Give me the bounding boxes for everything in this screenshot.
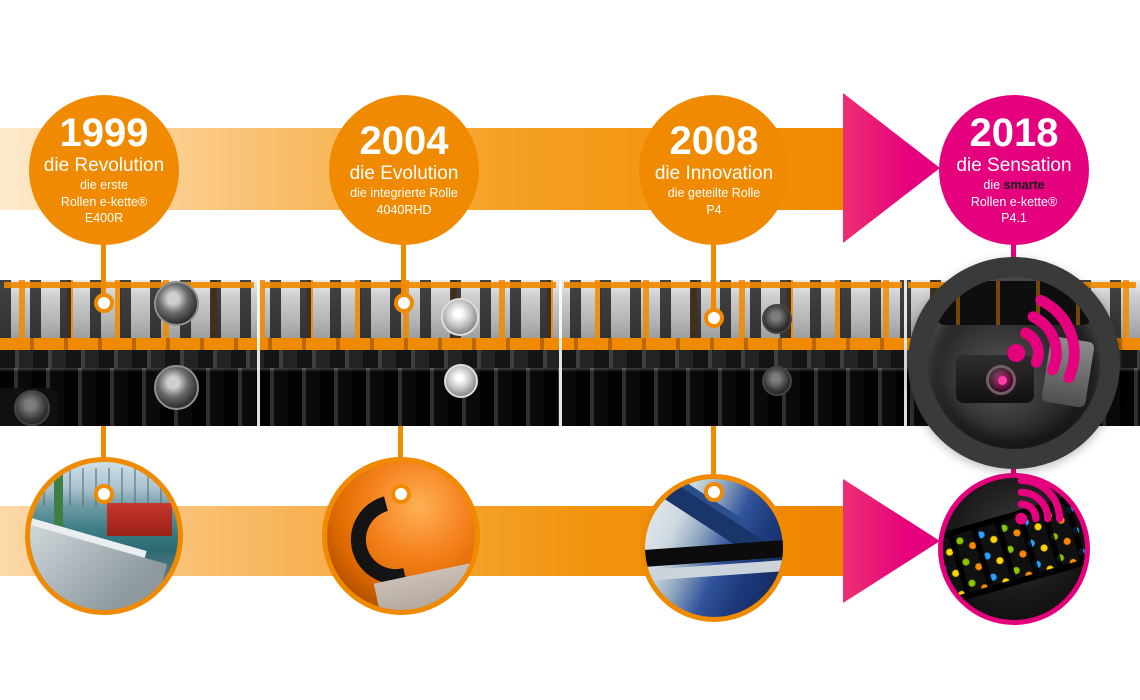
milestone-subline: die integrierte Rolle [350, 186, 458, 201]
milestone-subline: P4.1 [1001, 211, 1027, 226]
milestone-year: 2004 [359, 119, 449, 164]
timeline-arrowhead-bottom [843, 479, 940, 603]
connector-ring-1999-bottom [94, 484, 114, 504]
connector-ring-2004-bottom [391, 484, 411, 504]
chain-top-frame-2004 [262, 282, 556, 288]
crane-mast [53, 470, 63, 557]
timeline-arrowhead-top [843, 93, 940, 243]
milestone-title: die Innovation [654, 163, 774, 185]
split-roller-p4-lower [762, 366, 792, 396]
chain-top-frame-2008 [564, 282, 902, 288]
milestone-subline: die geteilte Rolle [667, 186, 761, 201]
split-roller-p4-upper [762, 304, 792, 334]
integrated-roller-4040rhd-upper [441, 298, 479, 336]
wifi-icon [988, 276, 1116, 404]
milestone-subline: Rollen e-kette® [60, 194, 148, 209]
subline-highlight-smarte: smarte [1003, 177, 1045, 192]
chain-middle-run [0, 350, 1140, 368]
milestone-year: 2008 [669, 119, 759, 164]
connector-ring-1999-top [94, 293, 114, 313]
sensor-led-dot [998, 376, 1007, 385]
application-photo-2004-machine [322, 457, 480, 615]
milestone-year: 2018 [969, 111, 1059, 156]
milestone-title: die Sensation [956, 155, 1072, 177]
connector-line-2008-bottom [711, 426, 716, 488]
connector-line-1999-top [101, 243, 106, 305]
chain-top-frame-1999 [4, 282, 254, 288]
milestone-subline: die erste [80, 177, 128, 192]
guide-roller-left [14, 390, 50, 426]
roller-wheel-e400r-lower [154, 365, 199, 410]
connector-line-2018-bottom [1011, 462, 1016, 478]
application-photo-2018-smart-chain [938, 473, 1090, 625]
milestone-subline: Rollen e-kette® [970, 194, 1058, 209]
roller-wheel-e400r-upper [154, 281, 199, 326]
connector-line-2008-top [711, 241, 716, 319]
milestone-2004: 2004 die Evolution die integrierte Rolle… [329, 95, 479, 245]
milestone-subline: E400R [84, 211, 124, 226]
integrated-roller-4040rhd-lower [444, 364, 478, 398]
connector-ring-2004-top [394, 293, 414, 313]
connector-ring-2008-bottom [704, 482, 724, 502]
chain-segment-divider [257, 280, 260, 426]
milestone-subline: P4 [706, 202, 722, 217]
connector-line-2018-top [1011, 244, 1016, 260]
milestone-subline: die smarte [983, 178, 1044, 194]
chain-orange-rail [0, 338, 1140, 350]
milestone-title: die Evolution [349, 163, 459, 185]
chain-segment-divider [559, 280, 562, 426]
milestone-title: die Revolution [43, 155, 165, 177]
application-photo-1999-harbor-crane [25, 457, 183, 615]
milestone-year: 1999 [59, 111, 149, 156]
subline-prefix: die [983, 177, 1001, 192]
milestone-subline: 4040RHD [376, 202, 432, 217]
milestone-1999: 1999 die Revolution die erste Rollen e-k… [29, 95, 179, 245]
milestone-2008: 2008 die Innovation die geteilte Rolle P… [639, 95, 789, 245]
connector-ring-2008-top [704, 308, 724, 328]
container-block [106, 503, 173, 536]
connector-line-2004-top [401, 243, 406, 305]
milestone-2018: 2018 die Sensation die smarte Rollen e-k… [939, 95, 1089, 245]
wifi-icon [992, 454, 1085, 547]
chain-segment-divider [904, 280, 907, 426]
